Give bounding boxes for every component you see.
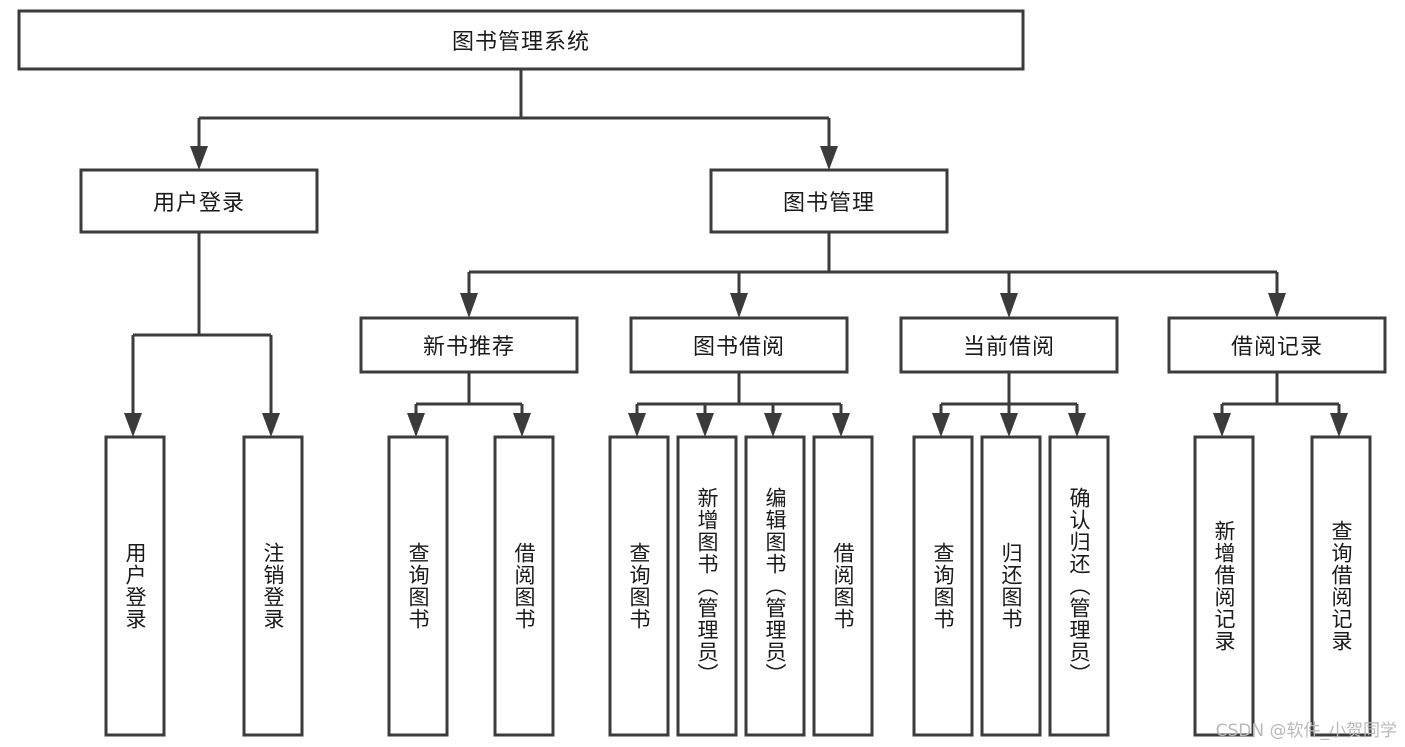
node-box-leaf2[interactable]	[242, 435, 304, 737]
node-box-leaf8[interactable]	[812, 435, 874, 737]
node-box-leaf4[interactable]	[493, 435, 555, 737]
node-box-leaf13[interactable]	[1310, 435, 1372, 737]
node-box-leaf12[interactable]	[1193, 435, 1255, 737]
arrow-head-leaf1	[124, 413, 142, 437]
node-box-borrow[interactable]	[629, 316, 849, 374]
csdn-watermark: CSDN @软件_小贺同学	[1215, 721, 1397, 741]
arrow-head-leaf5	[628, 413, 646, 437]
node-box-leaf11[interactable]	[1048, 435, 1110, 737]
node-box-leaf5[interactable]	[608, 435, 670, 737]
node-box-login[interactable]	[79, 168, 319, 234]
arrow-head-leaf4	[513, 413, 531, 437]
arrow-head-records	[1268, 293, 1286, 318]
arrow-head-leaf8	[832, 413, 850, 437]
node-box-leaf6[interactable]	[676, 435, 738, 737]
arrow-head-newbook	[460, 293, 478, 318]
node-box-newbook[interactable]	[359, 316, 579, 374]
node-box-leaf3[interactable]	[387, 435, 449, 737]
node-box-leaf7[interactable]	[744, 435, 806, 737]
node-box-bookmgmt[interactable]	[709, 168, 949, 234]
arrow-head-leaf9	[932, 413, 950, 437]
node-box-leaf1[interactable]	[104, 435, 166, 737]
arrow-head-leaf3	[407, 413, 425, 437]
arrow-head-login	[190, 146, 208, 170]
arrow-head-current	[1000, 293, 1018, 318]
node-box-leaf9[interactable]	[912, 435, 974, 737]
connector-layer	[124, 69, 1348, 437]
arrow-head-borrow	[730, 293, 748, 318]
node-box-layer	[17, 9, 1387, 737]
node-box-current[interactable]	[899, 316, 1119, 374]
arrow-head-leaf7	[764, 413, 782, 437]
node-box-leaf10[interactable]	[980, 435, 1042, 737]
arrow-head-leaf12	[1213, 413, 1231, 437]
node-box-records[interactable]	[1167, 316, 1387, 374]
arrow-head-leaf2	[262, 413, 280, 437]
node-box-root[interactable]	[17, 9, 1025, 71]
arrow-head-leaf10	[1000, 413, 1018, 437]
arrow-head-leaf11	[1068, 413, 1086, 437]
arrow-head-leaf6	[696, 413, 714, 437]
arrow-head-leaf13	[1330, 413, 1348, 437]
arrow-head-bookmgmt	[820, 146, 838, 170]
